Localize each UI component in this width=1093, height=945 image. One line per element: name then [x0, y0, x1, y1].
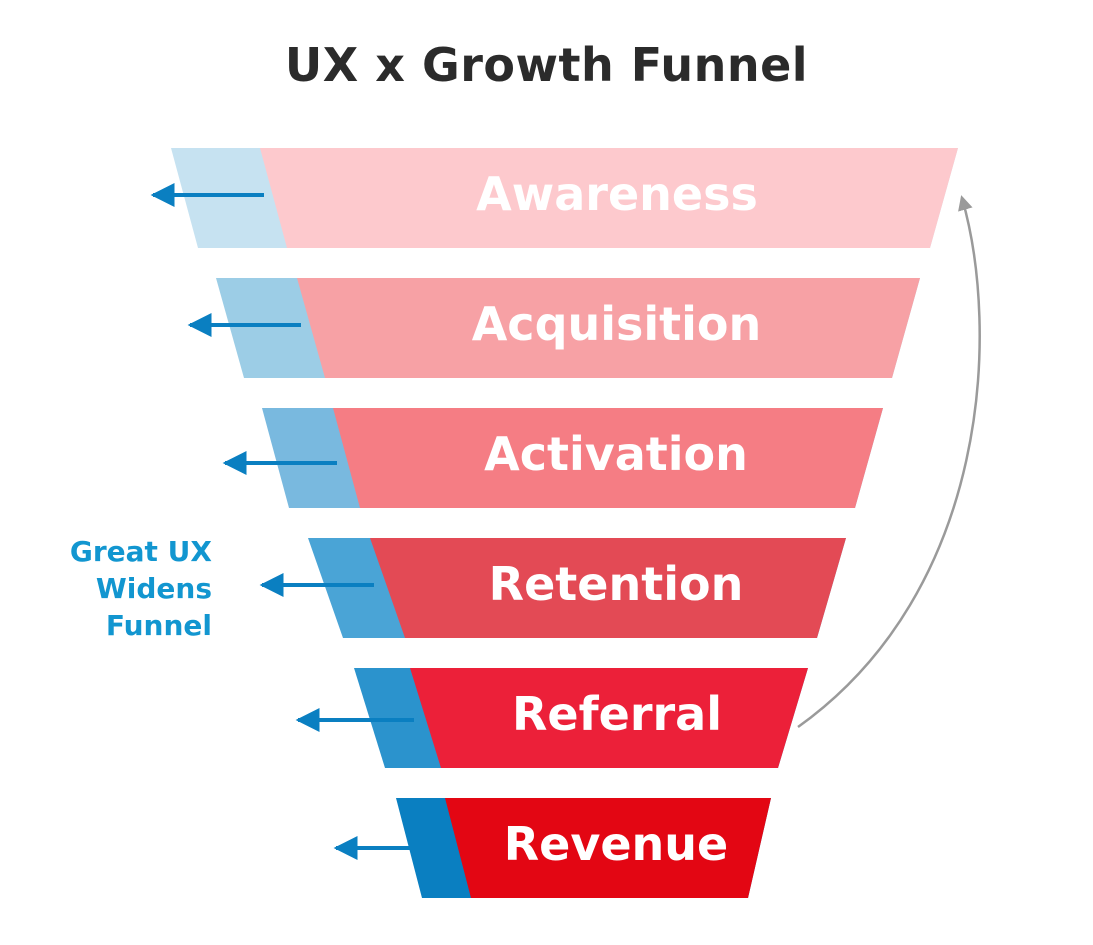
page-title: UX x Growth Funnel [284, 38, 809, 92]
stage-band [333, 408, 883, 508]
funnel-stage-awareness: Awareness [150, 148, 958, 248]
stage-band [370, 538, 846, 638]
stage-label: Revenue [504, 817, 729, 871]
stage-label: Referral [512, 687, 722, 741]
funnel-stage-revenue: Revenue [333, 798, 771, 898]
funnel-stages: AwarenessAcquisitionActivationRetentionR… [150, 148, 958, 898]
funnel-stage-acquisition: Acquisition [187, 278, 920, 378]
funnel-stage-activation: Activation [222, 408, 883, 508]
stage-band [445, 798, 771, 898]
side-note: Great UX Widens Funnel [20, 533, 212, 644]
side-note-line-3: Funnel [105, 609, 212, 642]
side-note-line-2: Widens [95, 572, 212, 605]
stage-label: Retention [489, 557, 744, 611]
side-note-line-1: Great UX [69, 535, 212, 568]
stage-label: Acquisition [472, 297, 762, 351]
stage-label: Activation [484, 427, 748, 481]
stage-band [260, 148, 958, 248]
funnel-stage-retention: Retention [259, 538, 846, 638]
funnel-stage-referral: Referral [295, 668, 808, 768]
referral-loop-arrow [797, 195, 981, 729]
stage-band [297, 278, 920, 378]
stage-band [410, 668, 808, 768]
stage-label: Awareness [476, 167, 758, 221]
